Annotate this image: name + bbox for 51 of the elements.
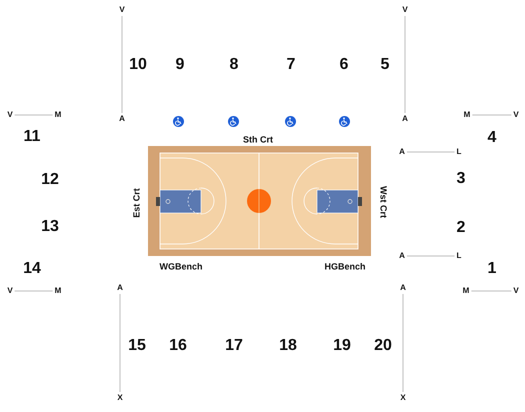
row-letter: M [462,287,470,295]
row-range-line [14,114,54,116]
row-letter: A [399,148,405,156]
section-number: 18 [279,338,297,354]
row-letter: V [402,6,408,14]
section-number: 1 [488,261,496,277]
row-letter: A [117,284,123,292]
row-letter: V [7,111,13,119]
section-number: 16 [169,338,187,354]
section-number: 7 [286,57,296,73]
section-number: 19 [333,338,351,354]
row-letter: L [456,252,462,260]
section-number: 9 [176,57,184,73]
court-side-label: Wst Crt [378,186,388,218]
bench-label: HGBench [324,262,366,272]
row-letter: M [54,287,62,295]
court-side-label: Est Crt [132,188,142,218]
section-number: 12 [41,172,59,188]
row-letter: V [119,6,125,14]
row-letter: L [456,148,462,156]
row-letter: A [399,252,405,260]
court-side-label: Sth Crt [243,136,273,144]
section-number: 13 [41,219,59,235]
section-number: 3 [456,171,466,187]
section-number: 15 [128,338,146,354]
row-range-line [470,290,512,292]
section-number: 6 [340,57,348,73]
section-number: 10 [129,57,147,73]
section-number: 2 [456,220,466,236]
row-letter: A [402,115,408,123]
section-number: 17 [225,338,243,354]
row-letter: A [400,284,406,292]
row-letter: X [117,394,123,402]
row-range-line [402,294,404,392]
row-letter: V [513,111,519,119]
row-letter: X [400,394,406,402]
row-range-line [14,290,54,292]
section-number: 5 [380,57,390,73]
row-letter: V [513,287,519,295]
section-number: 8 [230,57,238,73]
row-letter: V [7,287,13,295]
section-number: 4 [488,130,496,146]
section-number: 11 [24,129,40,145]
bench-label: WGBench [160,262,202,272]
row-letter: M [464,111,470,119]
row-range-line [472,114,512,116]
row-range-line [404,16,406,114]
section-number: 14 [23,261,41,277]
section-number: 20 [374,338,392,354]
row-letter: M [54,111,62,119]
row-letter: A [119,115,125,123]
